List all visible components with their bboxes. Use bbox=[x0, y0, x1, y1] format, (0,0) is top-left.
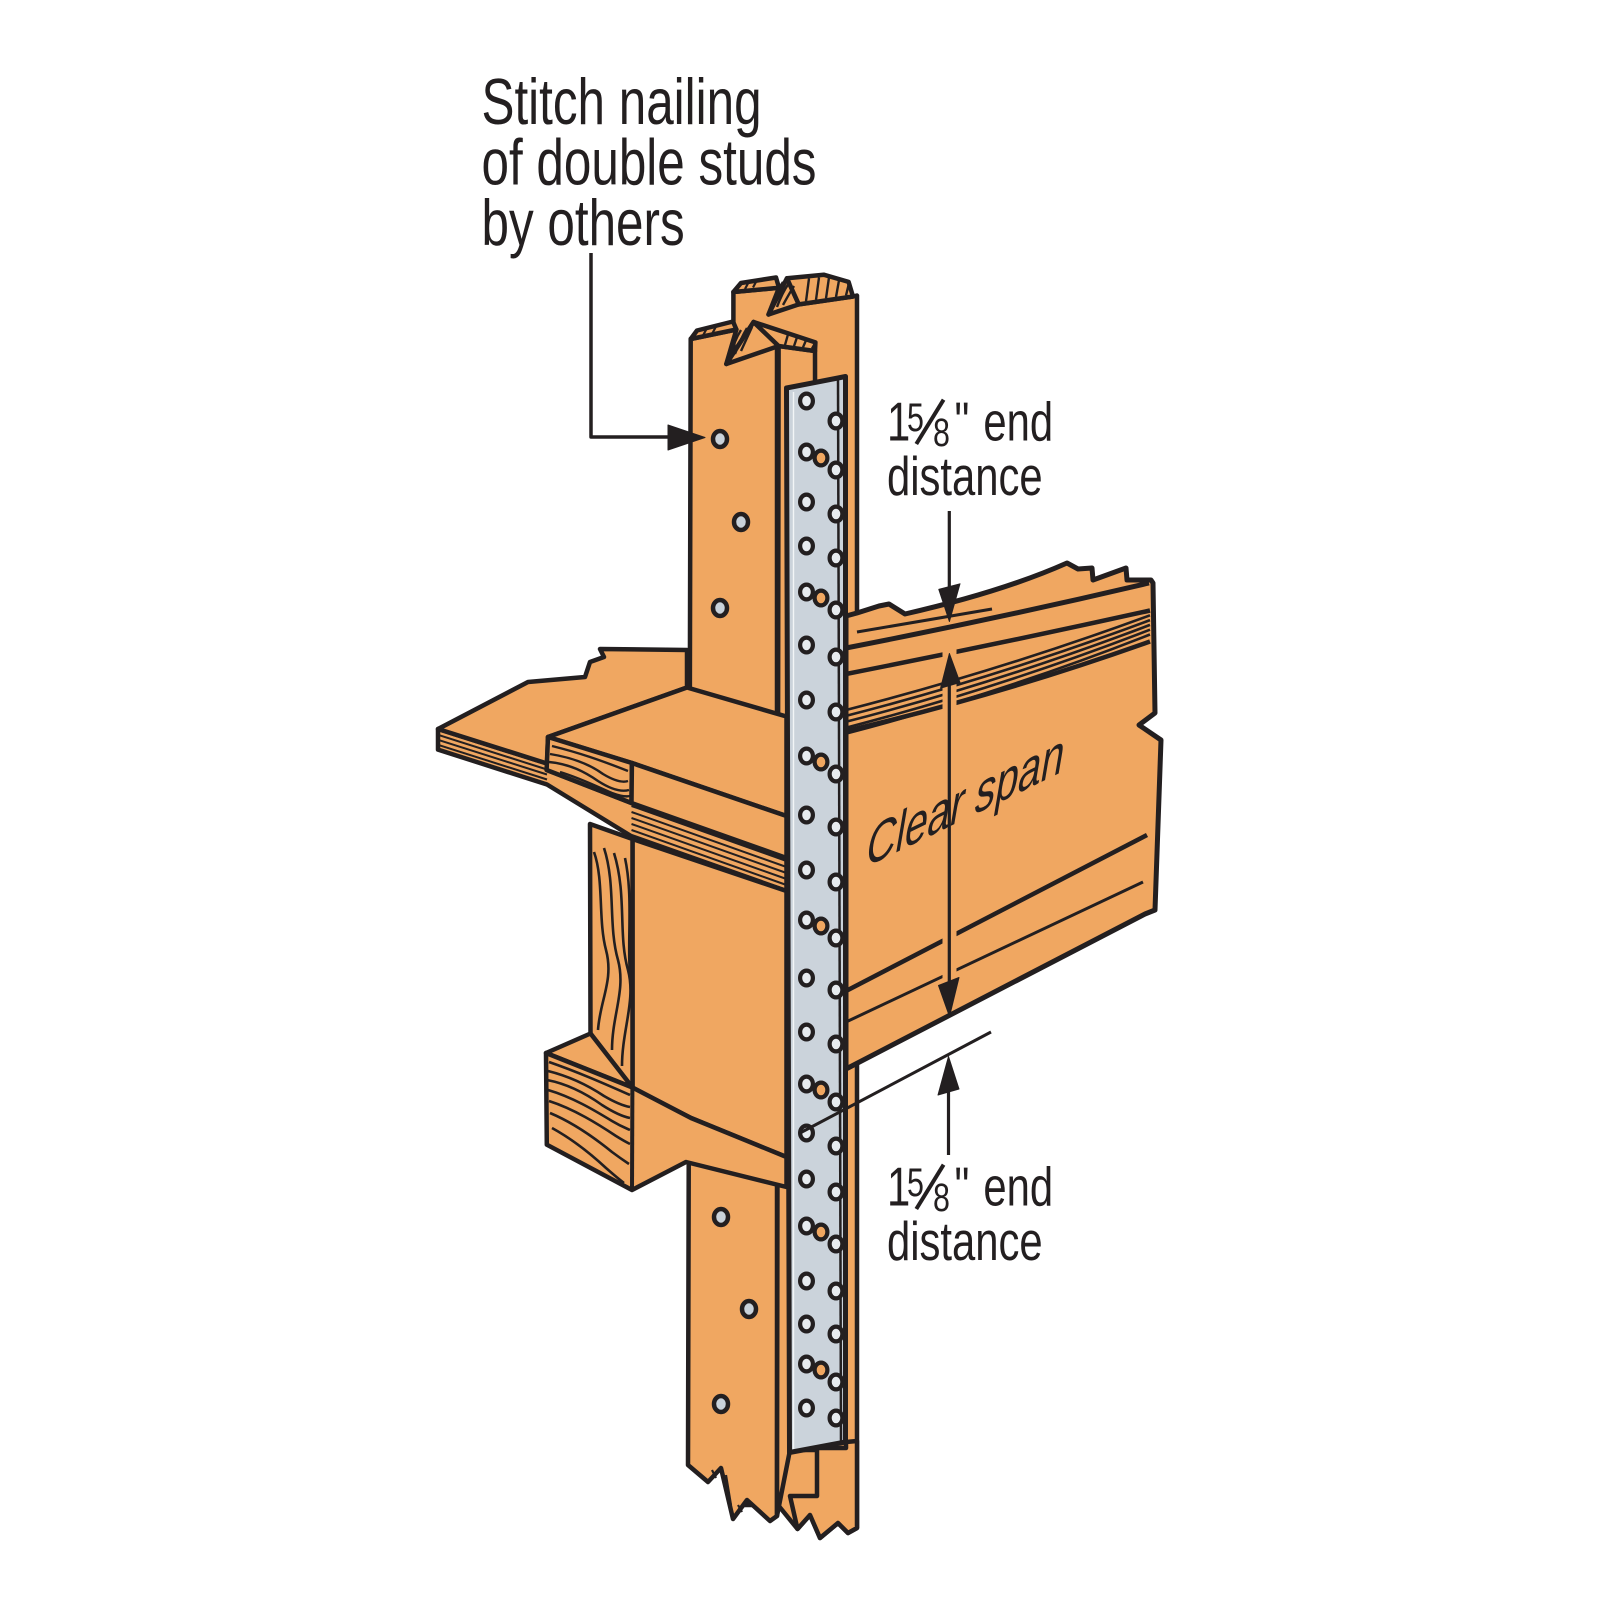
svg-text:distance: distance bbox=[887, 446, 1043, 507]
svg-text:": " bbox=[954, 1157, 969, 1218]
svg-text:1: 1 bbox=[887, 392, 910, 453]
svg-text:8: 8 bbox=[933, 410, 950, 455]
svg-text:end: end bbox=[983, 1157, 1053, 1218]
svg-text:Stitch nailing: Stitch nailing bbox=[482, 67, 762, 139]
svg-text:by others: by others bbox=[482, 188, 685, 260]
svg-text:end: end bbox=[983, 392, 1053, 453]
svg-text:8: 8 bbox=[933, 1175, 950, 1220]
svg-text:1: 1 bbox=[887, 1157, 910, 1218]
svg-text:5: 5 bbox=[907, 1160, 924, 1205]
svg-text:distance: distance bbox=[887, 1211, 1043, 1272]
svg-text:of double studs: of double studs bbox=[482, 127, 817, 199]
svg-text:5: 5 bbox=[907, 395, 924, 440]
svg-text:": " bbox=[954, 392, 969, 453]
